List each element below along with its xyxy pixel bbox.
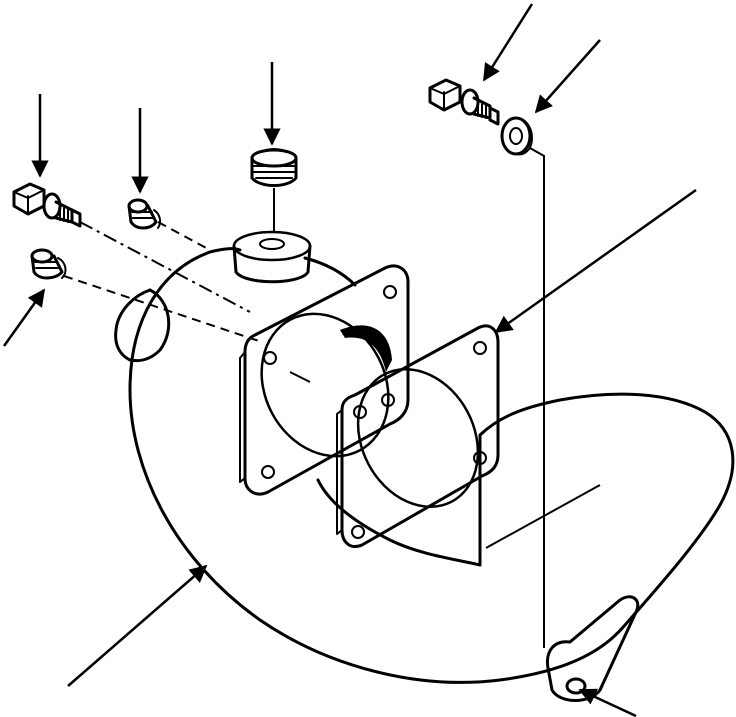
pipe-plug-left xyxy=(127,198,162,230)
muffler-body xyxy=(128,250,735,684)
gasket-hole xyxy=(473,451,487,465)
centerline-plug-lower xyxy=(63,275,263,343)
mounting-bracket xyxy=(545,595,640,702)
washer xyxy=(500,116,533,156)
callout-arrow-5 xyxy=(534,39,601,114)
gasket-hole xyxy=(473,341,487,355)
centerline-bolt-right xyxy=(529,147,545,648)
callout-arrow-9 xyxy=(578,688,637,717)
muffler-body-rear xyxy=(114,288,152,362)
inlet-opening xyxy=(260,312,390,458)
drain-boss xyxy=(232,230,312,262)
callout-arrow-8 xyxy=(67,564,208,687)
inlet-flange xyxy=(243,264,410,496)
gasket-hole xyxy=(353,405,367,419)
outlet-pipe xyxy=(316,478,482,567)
gasket-hole xyxy=(351,525,365,539)
centerline-outlet xyxy=(485,484,601,549)
callout-arrow-7 xyxy=(2,288,46,347)
flange-hole xyxy=(383,285,397,299)
bracket-hole xyxy=(565,677,587,695)
bolt-right xyxy=(428,78,500,126)
centerline-plug-left xyxy=(157,221,211,251)
callout-arrow-6 xyxy=(494,188,697,334)
drain-plug xyxy=(250,148,298,187)
flange-hole xyxy=(261,465,275,479)
flange-hole xyxy=(381,393,395,407)
centerline-bolt-left xyxy=(79,221,251,313)
gasket-opening xyxy=(356,367,480,509)
flange-hole xyxy=(263,351,277,365)
bolt-left xyxy=(12,182,82,228)
pipe-plug-lower xyxy=(30,248,67,280)
callout-arrow-4 xyxy=(482,3,534,82)
